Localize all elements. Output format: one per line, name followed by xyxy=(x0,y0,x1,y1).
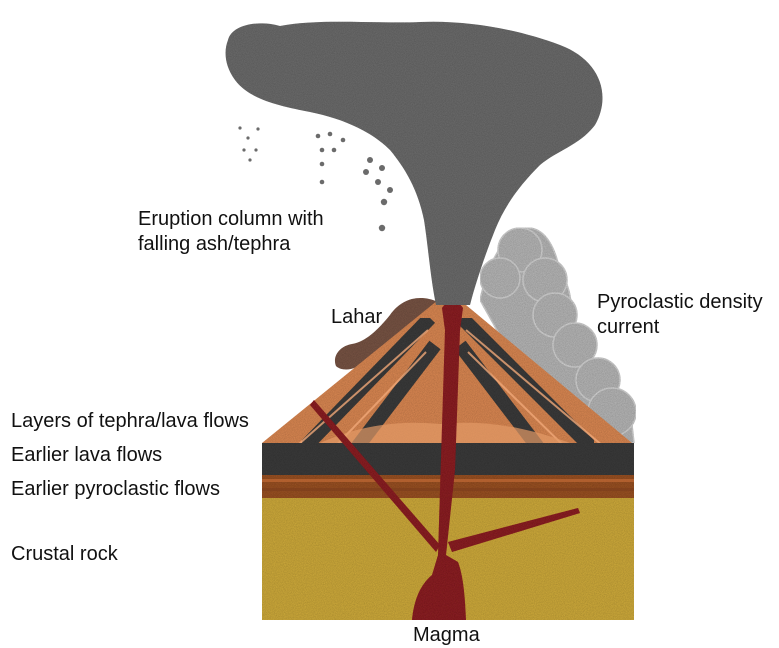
label-pyroclastic-density-current: Pyroclastic density current xyxy=(597,291,763,338)
label-eruption-column: Eruption column with falling ash/tephra xyxy=(138,208,324,255)
label-tephra-lava-layers: Layers of tephra/lava flows xyxy=(11,410,249,432)
label-magma: Magma xyxy=(413,624,480,646)
pyroclastic-density-current xyxy=(479,227,637,444)
eruption-column xyxy=(225,21,603,305)
label-crustal-rock: Crustal rock xyxy=(11,543,118,565)
label-lahar: Lahar xyxy=(331,306,383,328)
label-earlier-pyroclastic-flows: Earlier pyroclastic flows xyxy=(11,478,220,500)
lahar-flow xyxy=(334,298,440,370)
magma-body xyxy=(310,302,580,620)
label-earlier-lava-flows: Earlier lava flows xyxy=(11,444,163,466)
falling-tephra xyxy=(238,126,393,232)
